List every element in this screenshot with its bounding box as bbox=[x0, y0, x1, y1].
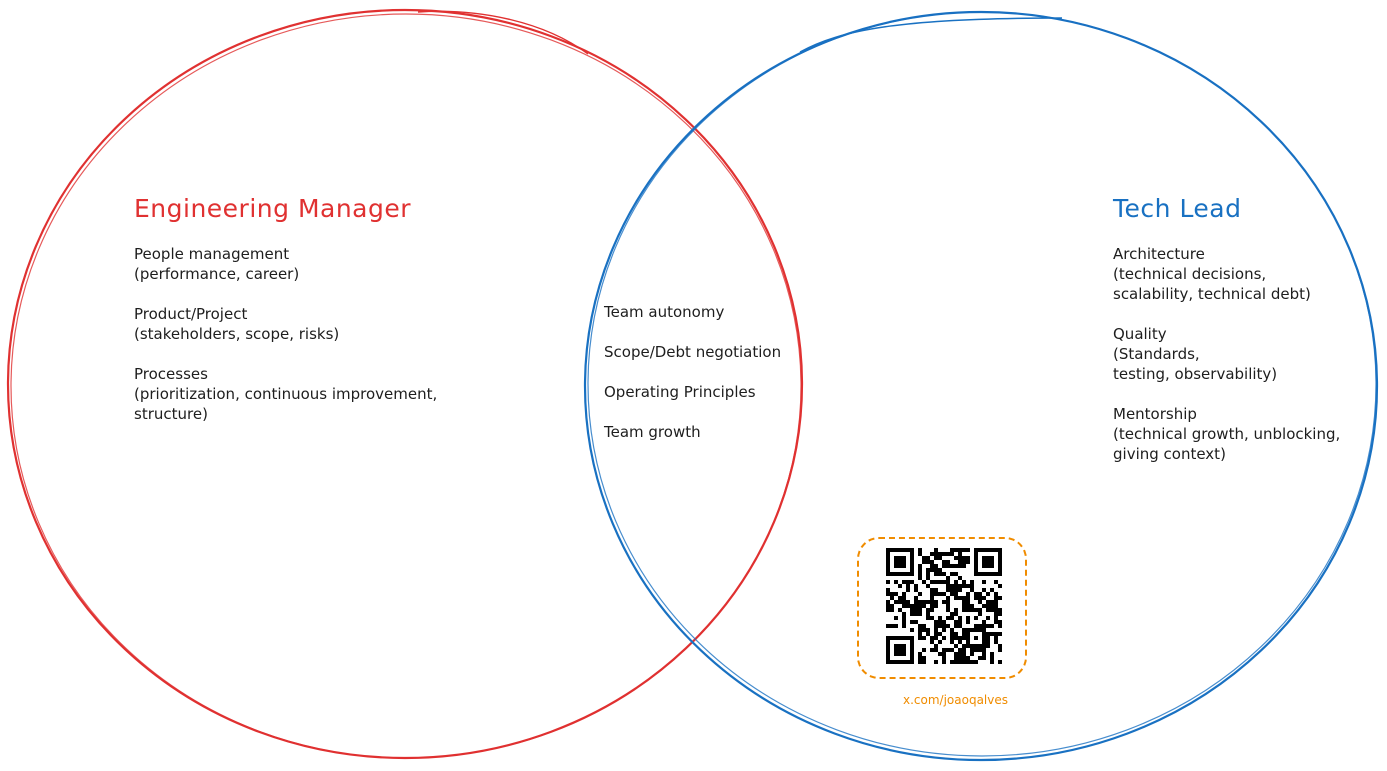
shared-item-growth: Team growth bbox=[604, 423, 701, 441]
lead-circle bbox=[583, 10, 1379, 762]
shared-item-autonomy: Team autonomy bbox=[604, 303, 725, 321]
social-handle-link[interactable]: x.com/joaoqalves bbox=[903, 693, 1008, 707]
manager-item-people: People management (performance, career) bbox=[134, 245, 300, 283]
engineering-manager-title: Engineering Manager bbox=[134, 194, 412, 223]
shared-item-principles: Operating Principles bbox=[604, 383, 756, 401]
manager-circle bbox=[6, 8, 804, 760]
tech-lead-title: Tech Lead bbox=[1113, 194, 1242, 223]
manager-item-processes: Processes (prioritization, continuous im… bbox=[134, 365, 438, 423]
lead-item-architecture: Architecture (technical decisions, scala… bbox=[1113, 245, 1311, 303]
shared-item-negotiation: Scope/Debt negotiation bbox=[604, 343, 782, 361]
qr-code-icon[interactable] bbox=[886, 548, 1002, 664]
qr-frame[interactable] bbox=[857, 537, 1027, 679]
shared-responsibilities: Team autonomy Scope/Debt negotiation Ope… bbox=[604, 302, 804, 462]
lead-responsibilities: Architecture (technical decisions, scala… bbox=[1113, 244, 1358, 484]
manager-responsibilities: People management (performance, career) … bbox=[134, 244, 474, 444]
lead-item-mentorship: Mentorship (technical growth, unblocking… bbox=[1113, 405, 1341, 463]
manager-item-product: Product/Project (stakeholders, scope, ri… bbox=[134, 305, 340, 343]
lead-item-quality: Quality (Standards, testing, observabili… bbox=[1113, 325, 1278, 383]
